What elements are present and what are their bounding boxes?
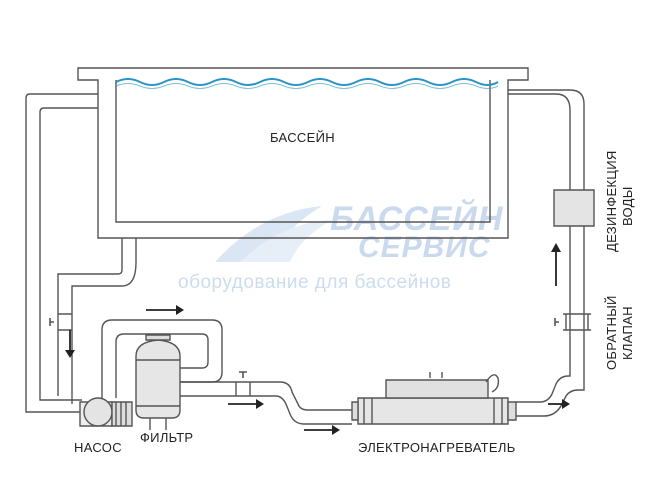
water-surface <box>115 78 499 86</box>
arrow-icon <box>304 425 340 435</box>
pipe-filter-heater-outer <box>180 381 352 411</box>
valve-skimmer <box>58 313 72 331</box>
label-pump: НАСОС <box>74 440 122 455</box>
arrow-icon <box>228 399 264 409</box>
flow-arrows <box>65 243 570 435</box>
label-disinfection-1: ДЕЗИНФЕКЦИЯ <box>604 150 619 252</box>
watermark-line2: СЕРВИС <box>358 231 491 264</box>
pipe-left-inner <box>39 107 98 401</box>
pipe-pump-filter-outer <box>101 319 223 398</box>
pool-basin <box>77 67 529 239</box>
pipe-pump-filter-inner <box>115 333 209 398</box>
pipe-heater-return-outer <box>508 93 571 403</box>
arrow-icon <box>146 305 184 315</box>
label-check-valve-2: КЛАПАН <box>620 306 635 360</box>
pipe-heater-return-inner <box>508 89 585 417</box>
label-filter: ФИЛЬТР <box>140 430 194 445</box>
label-heater: ЭЛЕКТРОНАГРЕВАТЕЛЬ <box>358 440 516 455</box>
disinfection-unit <box>553 189 595 227</box>
pipe-skimmer-inner <box>71 238 137 404</box>
check-valve <box>563 313 591 331</box>
arrow-icon <box>551 243 561 286</box>
arrow-icon <box>65 330 75 358</box>
arrow-icon <box>548 399 570 409</box>
valve-filter <box>235 382 251 396</box>
watermark-line1: БАССЕЙН <box>330 200 504 238</box>
pipe-filter-heater-inner <box>180 395 352 425</box>
label-disinfection-2: ВОДЫ <box>620 186 635 226</box>
label-check-valve-1: ОБРАТНЫЙ <box>604 295 619 370</box>
pipe-skimmer-outer <box>57 238 123 396</box>
heater-body <box>357 397 509 425</box>
watermark-line3: оборудование для бассейнов <box>178 272 452 293</box>
pipe-left-outer <box>25 93 98 413</box>
label-pool: БАССЕЙН <box>270 130 335 145</box>
